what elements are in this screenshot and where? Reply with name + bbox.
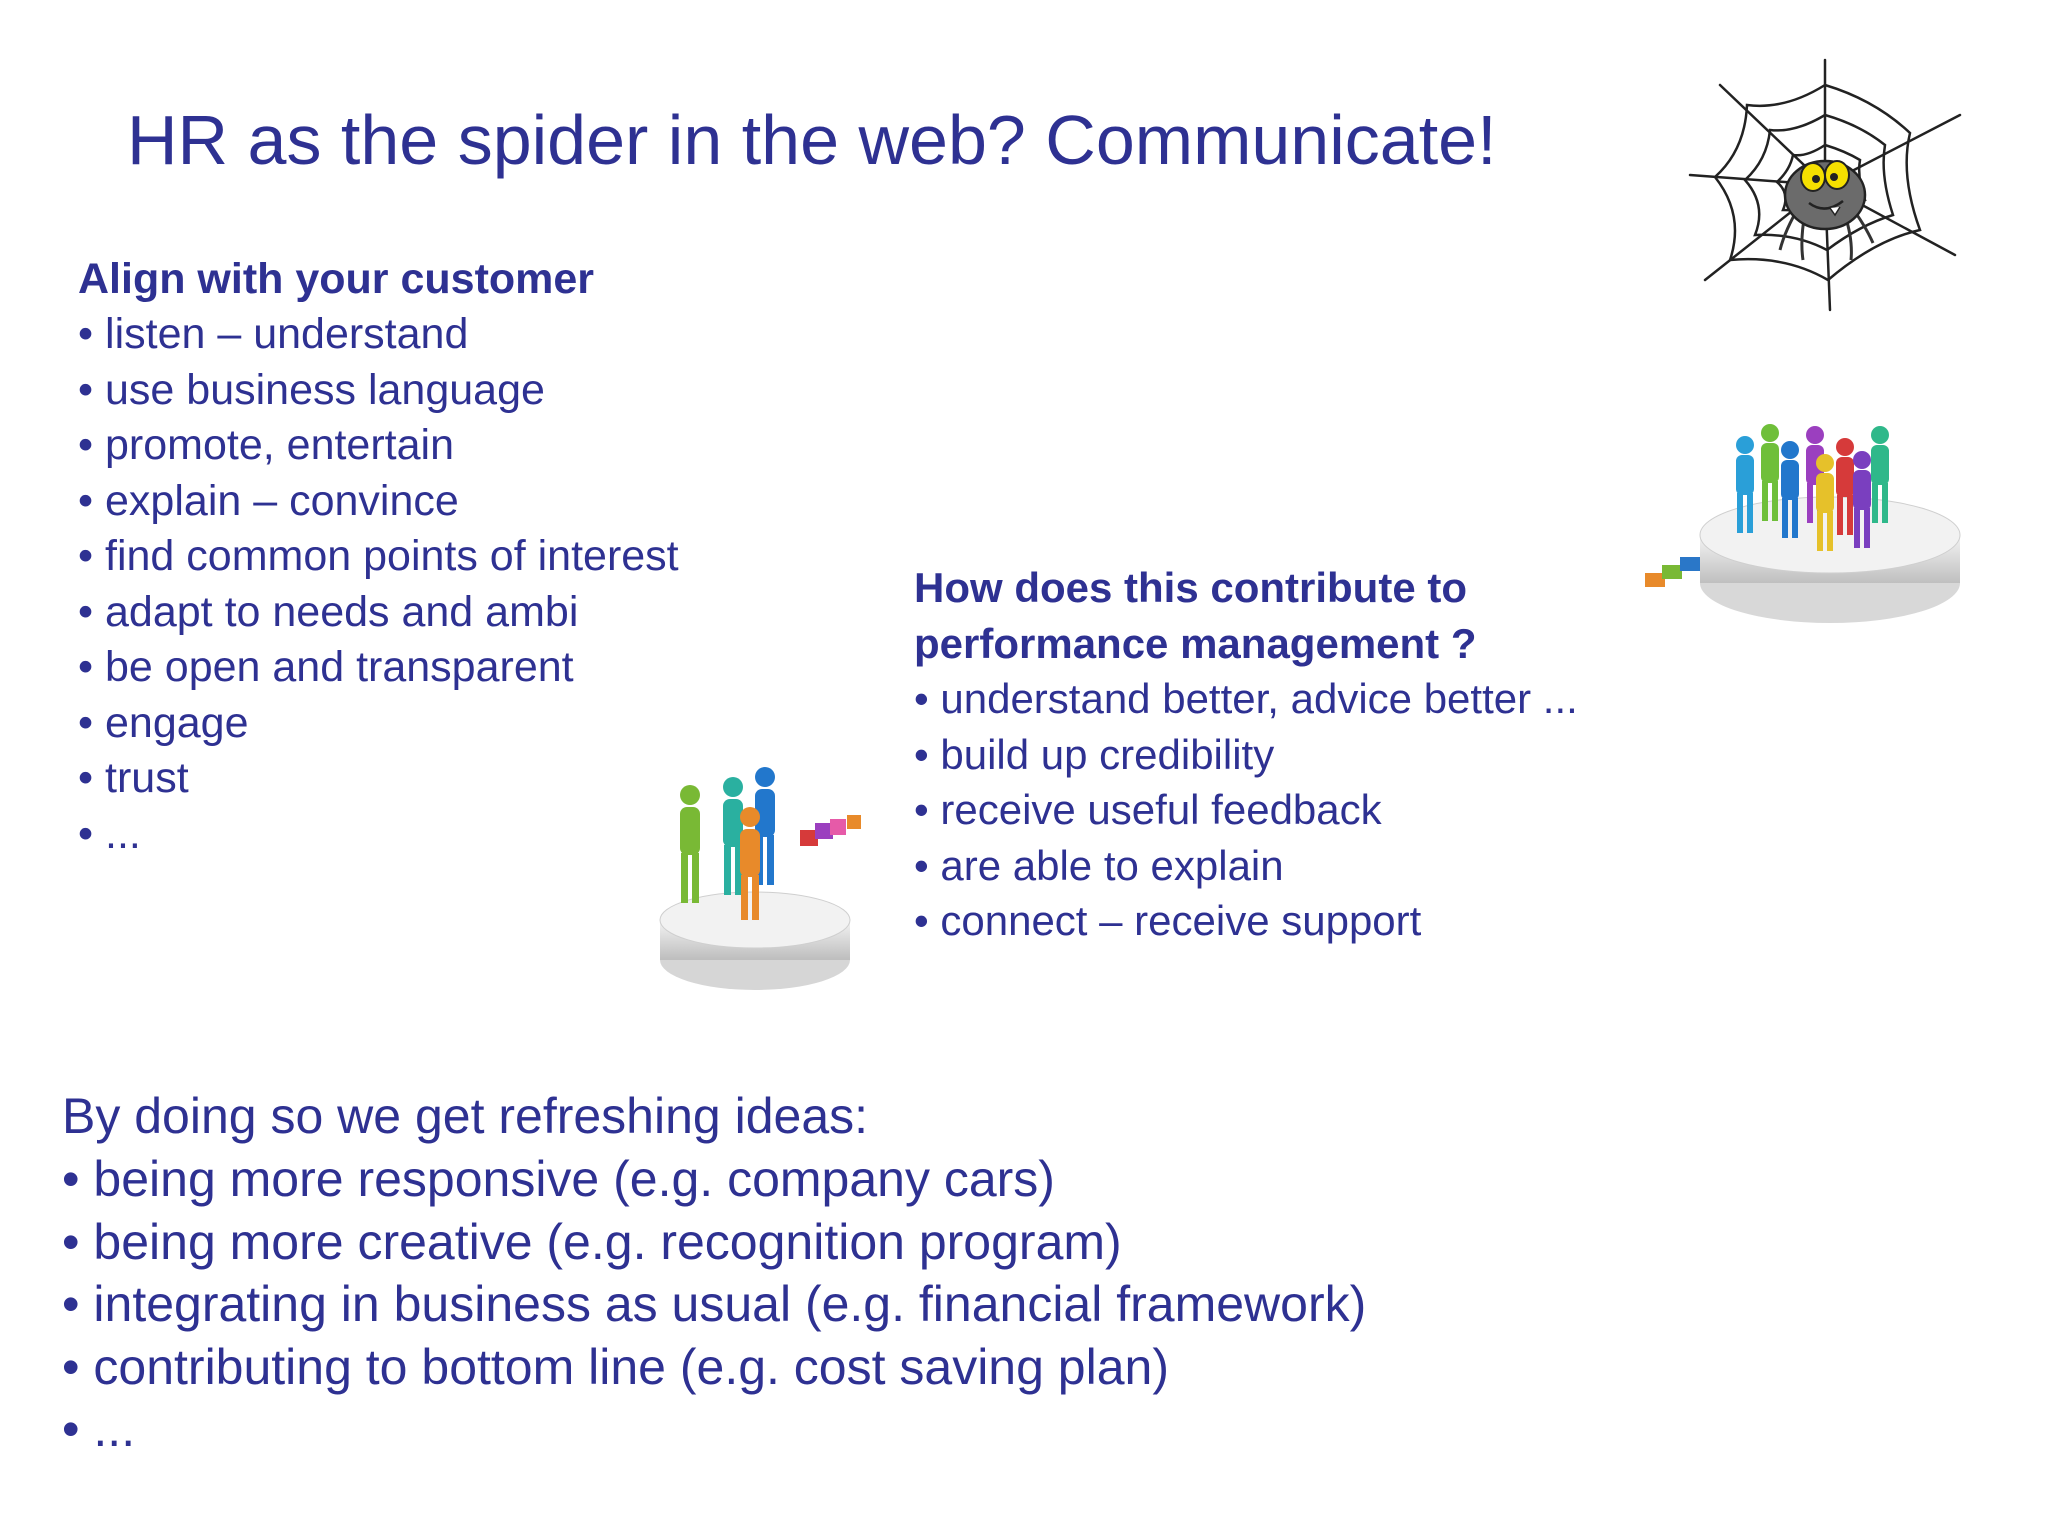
list-item: promote, entertain <box>78 418 679 474</box>
contribute-heading-line: performance management ? <box>914 619 1477 667</box>
contribute-heading-line: How does this contribute to <box>914 564 1467 611</box>
refreshing-list: being more responsive (e.g. company cars… <box>62 1148 1366 1461</box>
align-heading: Align with your customer <box>78 255 595 303</box>
list-item: ... <box>78 807 679 863</box>
list-item: ... <box>62 1398 1366 1461</box>
list-item: integrating in business as usual (e.g. f… <box>62 1273 1366 1336</box>
list-item: receive useful feedback <box>914 782 1578 838</box>
list-item: adapt to needs and ambi <box>78 585 679 641</box>
list-item: listen – understand <box>78 307 679 363</box>
list-item: trust <box>78 751 679 807</box>
refreshing-heading: By doing so we get refreshing ideas: <box>62 1088 869 1144</box>
list-item: contributing to bottom line (e.g. cost s… <box>62 1336 1366 1399</box>
list-item: explain – convince <box>78 474 679 530</box>
list-item: find common points of interest <box>78 529 679 585</box>
people-on-platform-icon <box>659 767 861 990</box>
list-item: engage <box>78 696 679 752</box>
spider-web-icon <box>1688 58 1962 312</box>
align-list: listen – understand use business languag… <box>78 307 679 862</box>
list-item: are able to explain <box>914 838 1578 894</box>
list-item: connect – receive support <box>914 893 1578 949</box>
contribute-list: understand better, advice better ... bui… <box>914 671 1578 949</box>
list-item: be open and transparent <box>78 640 679 696</box>
list-item: understand better, advice better ... <box>914 671 1577 727</box>
page-title: HR as the spider in the web? Communicate… <box>127 101 1497 179</box>
list-item: build up credibility <box>914 727 1578 783</box>
people-on-platform-icon <box>1645 424 1961 623</box>
contribute-heading: How does this contribute to performance … <box>914 560 1477 671</box>
list-item: being more responsive (e.g. company cars… <box>62 1148 1366 1211</box>
list-item: being more creative (e.g. recognition pr… <box>62 1211 1366 1274</box>
list-item: use business language <box>78 363 679 419</box>
